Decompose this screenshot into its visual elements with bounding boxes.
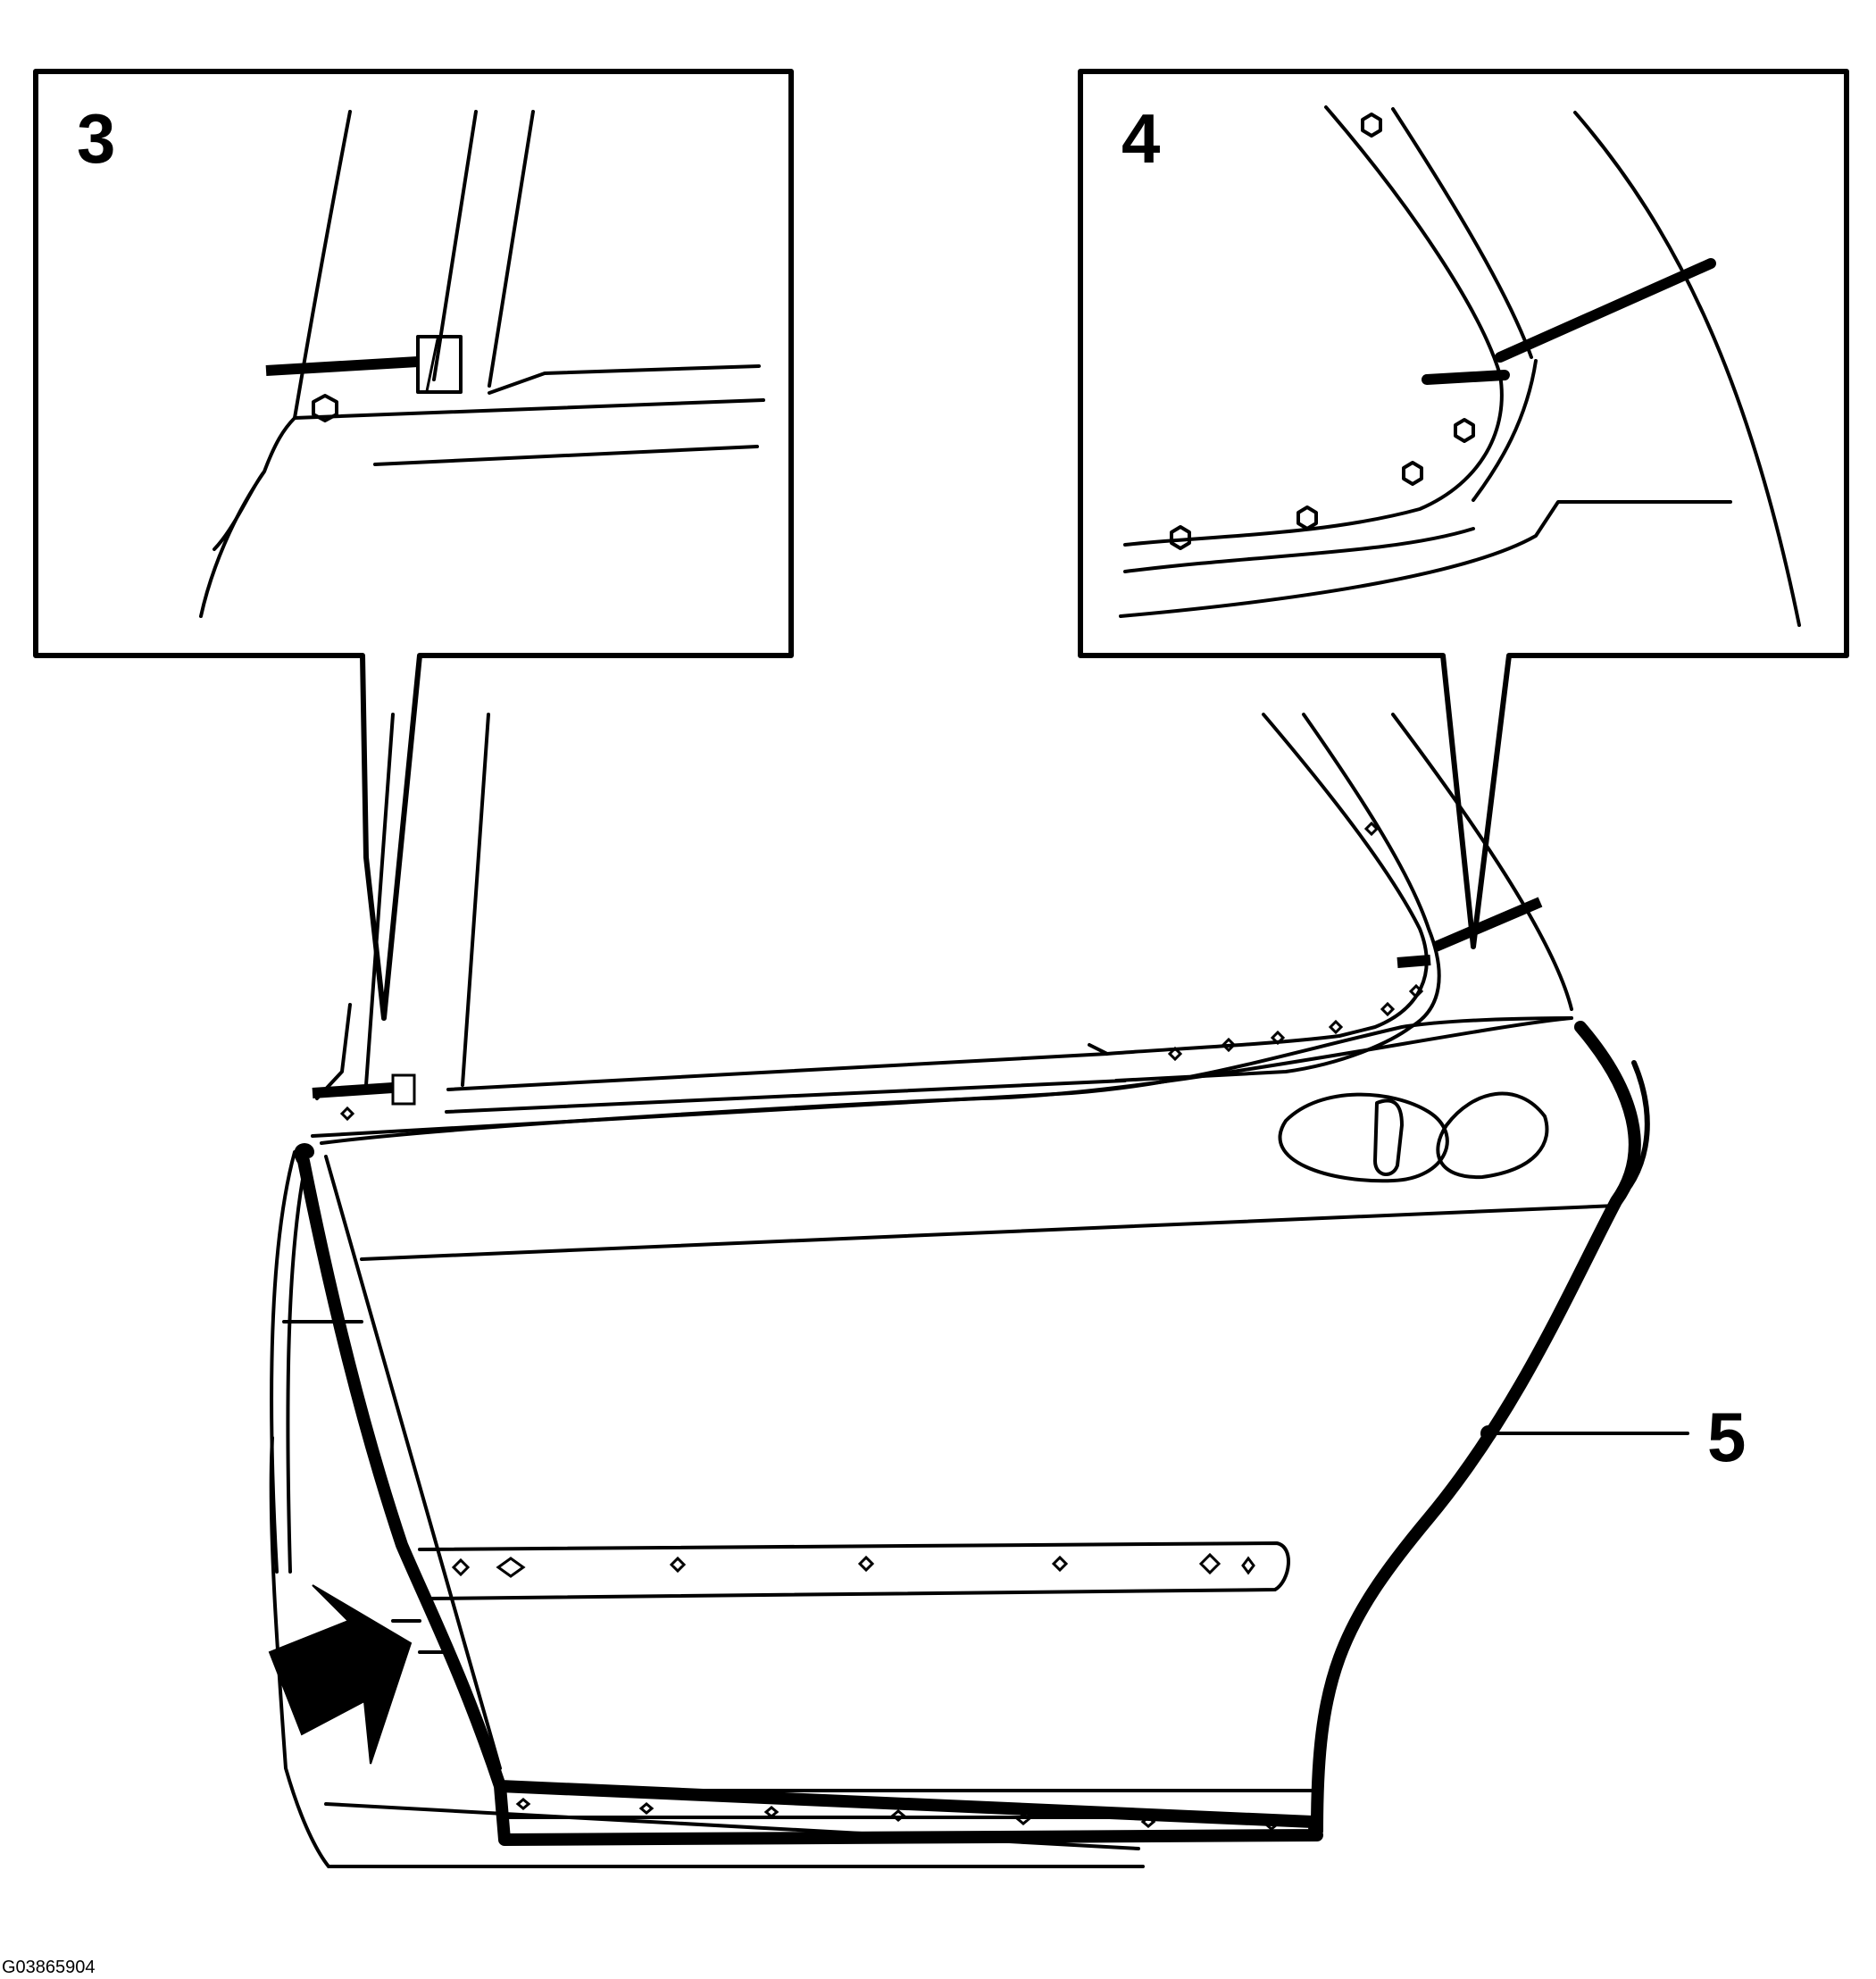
detail-4-view <box>1078 69 1849 949</box>
detail-4-frame <box>1078 69 1849 949</box>
door-outer-panel <box>320 1016 1618 1770</box>
detail-4-arch <box>1119 105 1801 627</box>
door-lower-sill <box>269 1436 1314 1868</box>
detail-3-bolt <box>312 394 338 422</box>
door-b-pillar <box>315 713 490 1100</box>
detail-4-bolts <box>1170 113 1475 550</box>
door-seal-part-5 <box>294 1021 1641 1846</box>
door-window-frame <box>311 713 1573 1138</box>
callout-4-label: 4 <box>1121 99 1161 178</box>
part-5-dot <box>1480 1425 1497 1441</box>
door-detail-3-marker <box>312 1082 394 1098</box>
door-detail-4-marker <box>1433 897 1543 952</box>
detail-4-marker <box>1495 258 1716 363</box>
detail-3-marker <box>265 356 419 376</box>
detail-3-frame <box>33 69 794 1021</box>
door-handle-recess <box>1278 1091 1549 1183</box>
detail-3-view <box>33 69 794 1021</box>
figure-id: G03865904 <box>2 1958 96 1977</box>
detail-3-pillar <box>199 110 352 618</box>
callout-3-label: 3 <box>77 99 116 178</box>
door-clip-markers <box>339 821 1424 1831</box>
detail-3-sill <box>293 364 765 466</box>
callout-5-label: 5 <box>1707 1398 1747 1476</box>
rear-door-assembly <box>269 713 1618 1868</box>
detail-3-channel <box>432 110 535 388</box>
direction-arrow <box>268 1584 413 1765</box>
door-hinge-cable <box>270 1150 448 1654</box>
door-trim-strip <box>418 1541 1290 1600</box>
